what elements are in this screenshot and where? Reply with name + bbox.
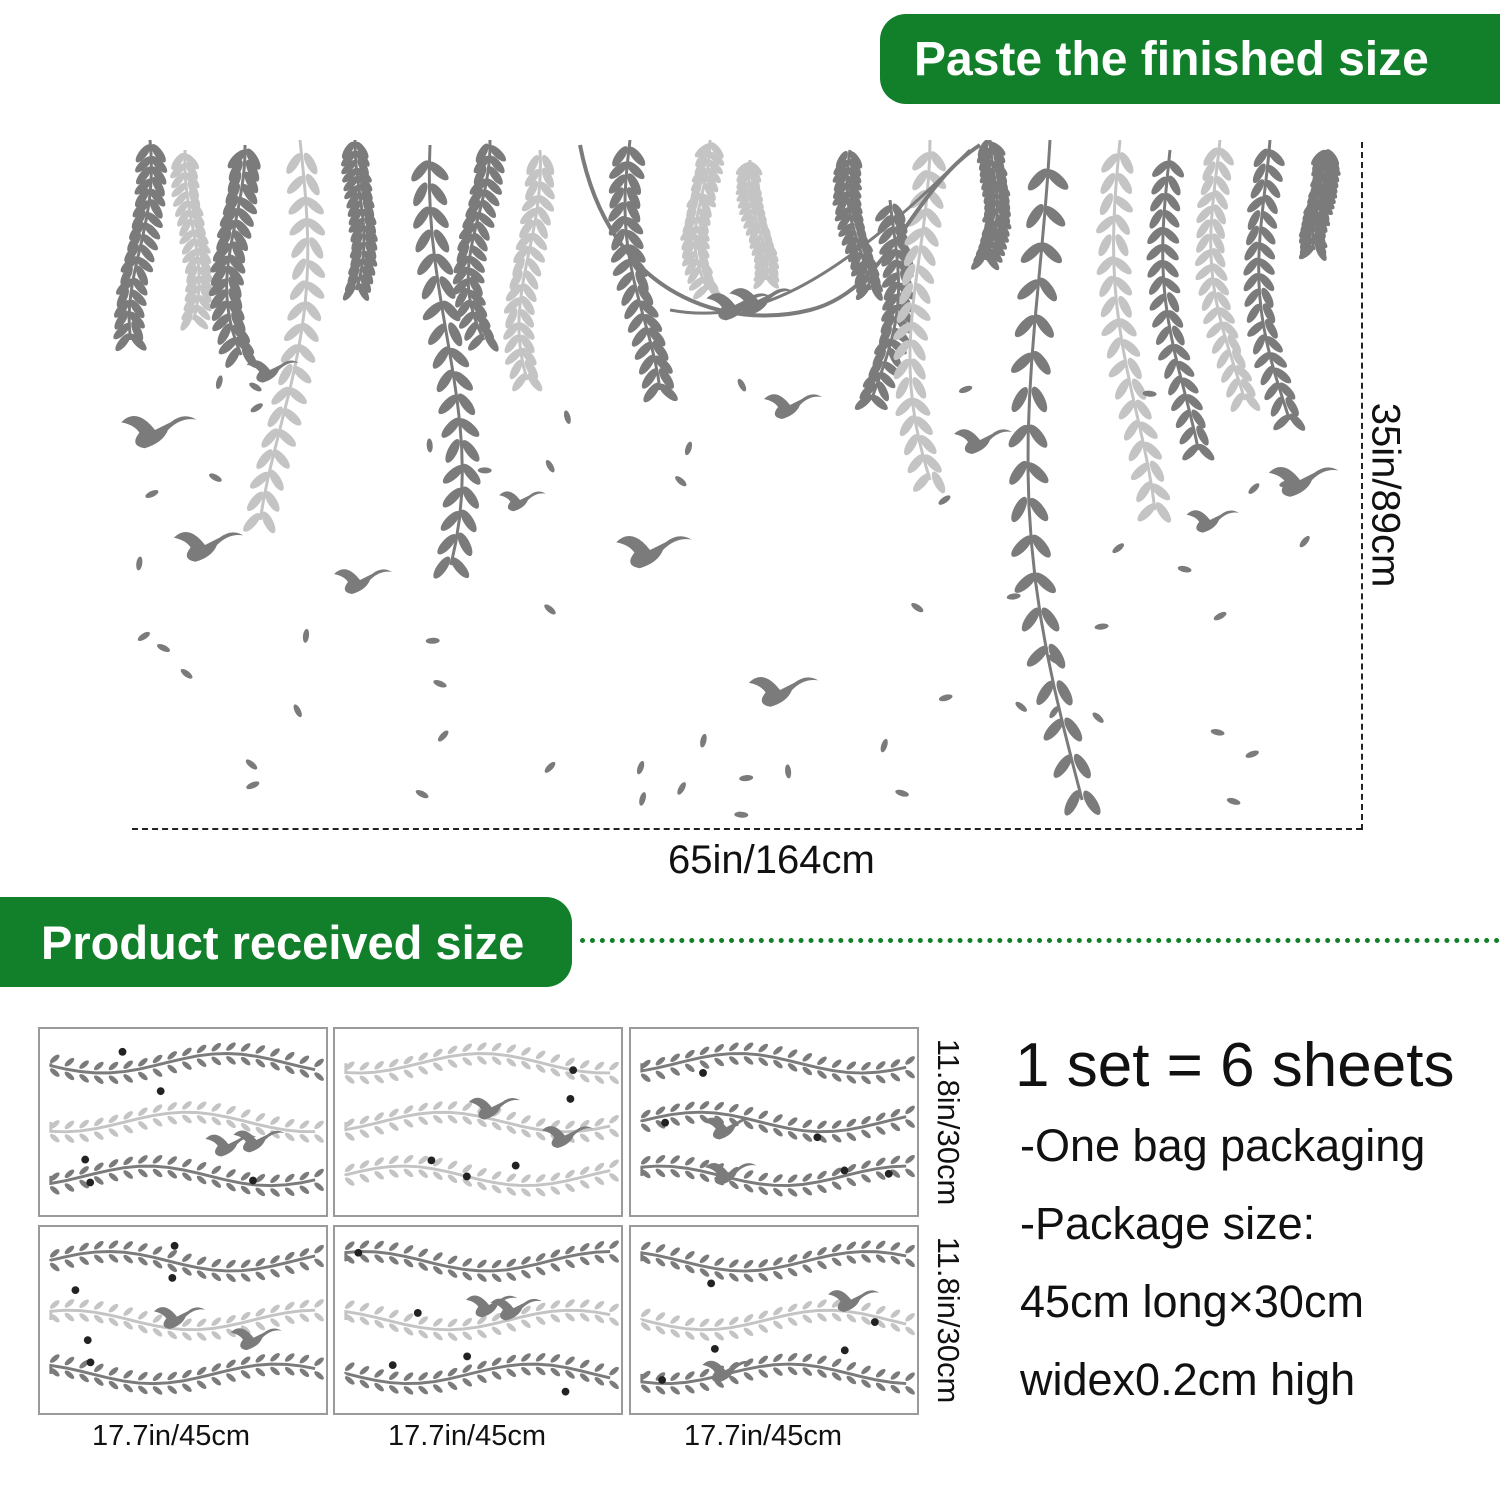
width-dimension-line — [132, 828, 1362, 830]
set-count-title: 1 set = 6 sheets — [1015, 1031, 1455, 1100]
finished-size-banner: Paste the finished size — [880, 14, 1500, 104]
sheet-width-label: 17.7in/45cm — [92, 1420, 250, 1452]
finished-size-title: Paste the finished size — [914, 32, 1429, 86]
decal-sheet-art — [640, 1042, 915, 1197]
sheet-width-label: 17.7in/45cm — [684, 1420, 842, 1452]
decal-sheet-art — [344, 1042, 619, 1197]
finished-width-label: 65in/164cm — [668, 838, 875, 882]
info-line: -One bag packaging — [1020, 1120, 1426, 1171]
height-dimension-line — [1361, 142, 1363, 830]
decal-sheet-art — [49, 1042, 324, 1197]
info-line: widex0.2cm high — [1020, 1354, 1356, 1405]
info-line: 45cm long×30cm — [1020, 1276, 1364, 1327]
decal-sheet-3 — [629, 1027, 919, 1217]
decal-sheet-5 — [333, 1225, 623, 1415]
received-size-banner: Product received size — [0, 897, 572, 987]
decal-sheet-2 — [333, 1027, 623, 1217]
willow-vines-illustration — [113, 140, 1341, 818]
sheet-width-label: 17.7in/45cm — [388, 1420, 546, 1452]
sheet-height-label: 11.8in/30cm — [931, 1236, 966, 1404]
info-line: -Package size: — [1020, 1198, 1316, 1249]
decal-sheet-1 — [38, 1027, 328, 1217]
sheet-height-label: 11.8in/30cm — [931, 1038, 966, 1206]
finished-height-label: 35in/89cm — [1363, 402, 1408, 588]
decal-sheet-art — [344, 1240, 619, 1396]
decal-sheet-4 — [38, 1225, 328, 1415]
received-size-title: Product received size — [41, 915, 525, 969]
decal-sheet-art — [640, 1240, 915, 1395]
dotted-divider — [580, 938, 1500, 943]
decal-sheet-art — [49, 1240, 324, 1395]
decal-sheet-6 — [629, 1225, 919, 1415]
